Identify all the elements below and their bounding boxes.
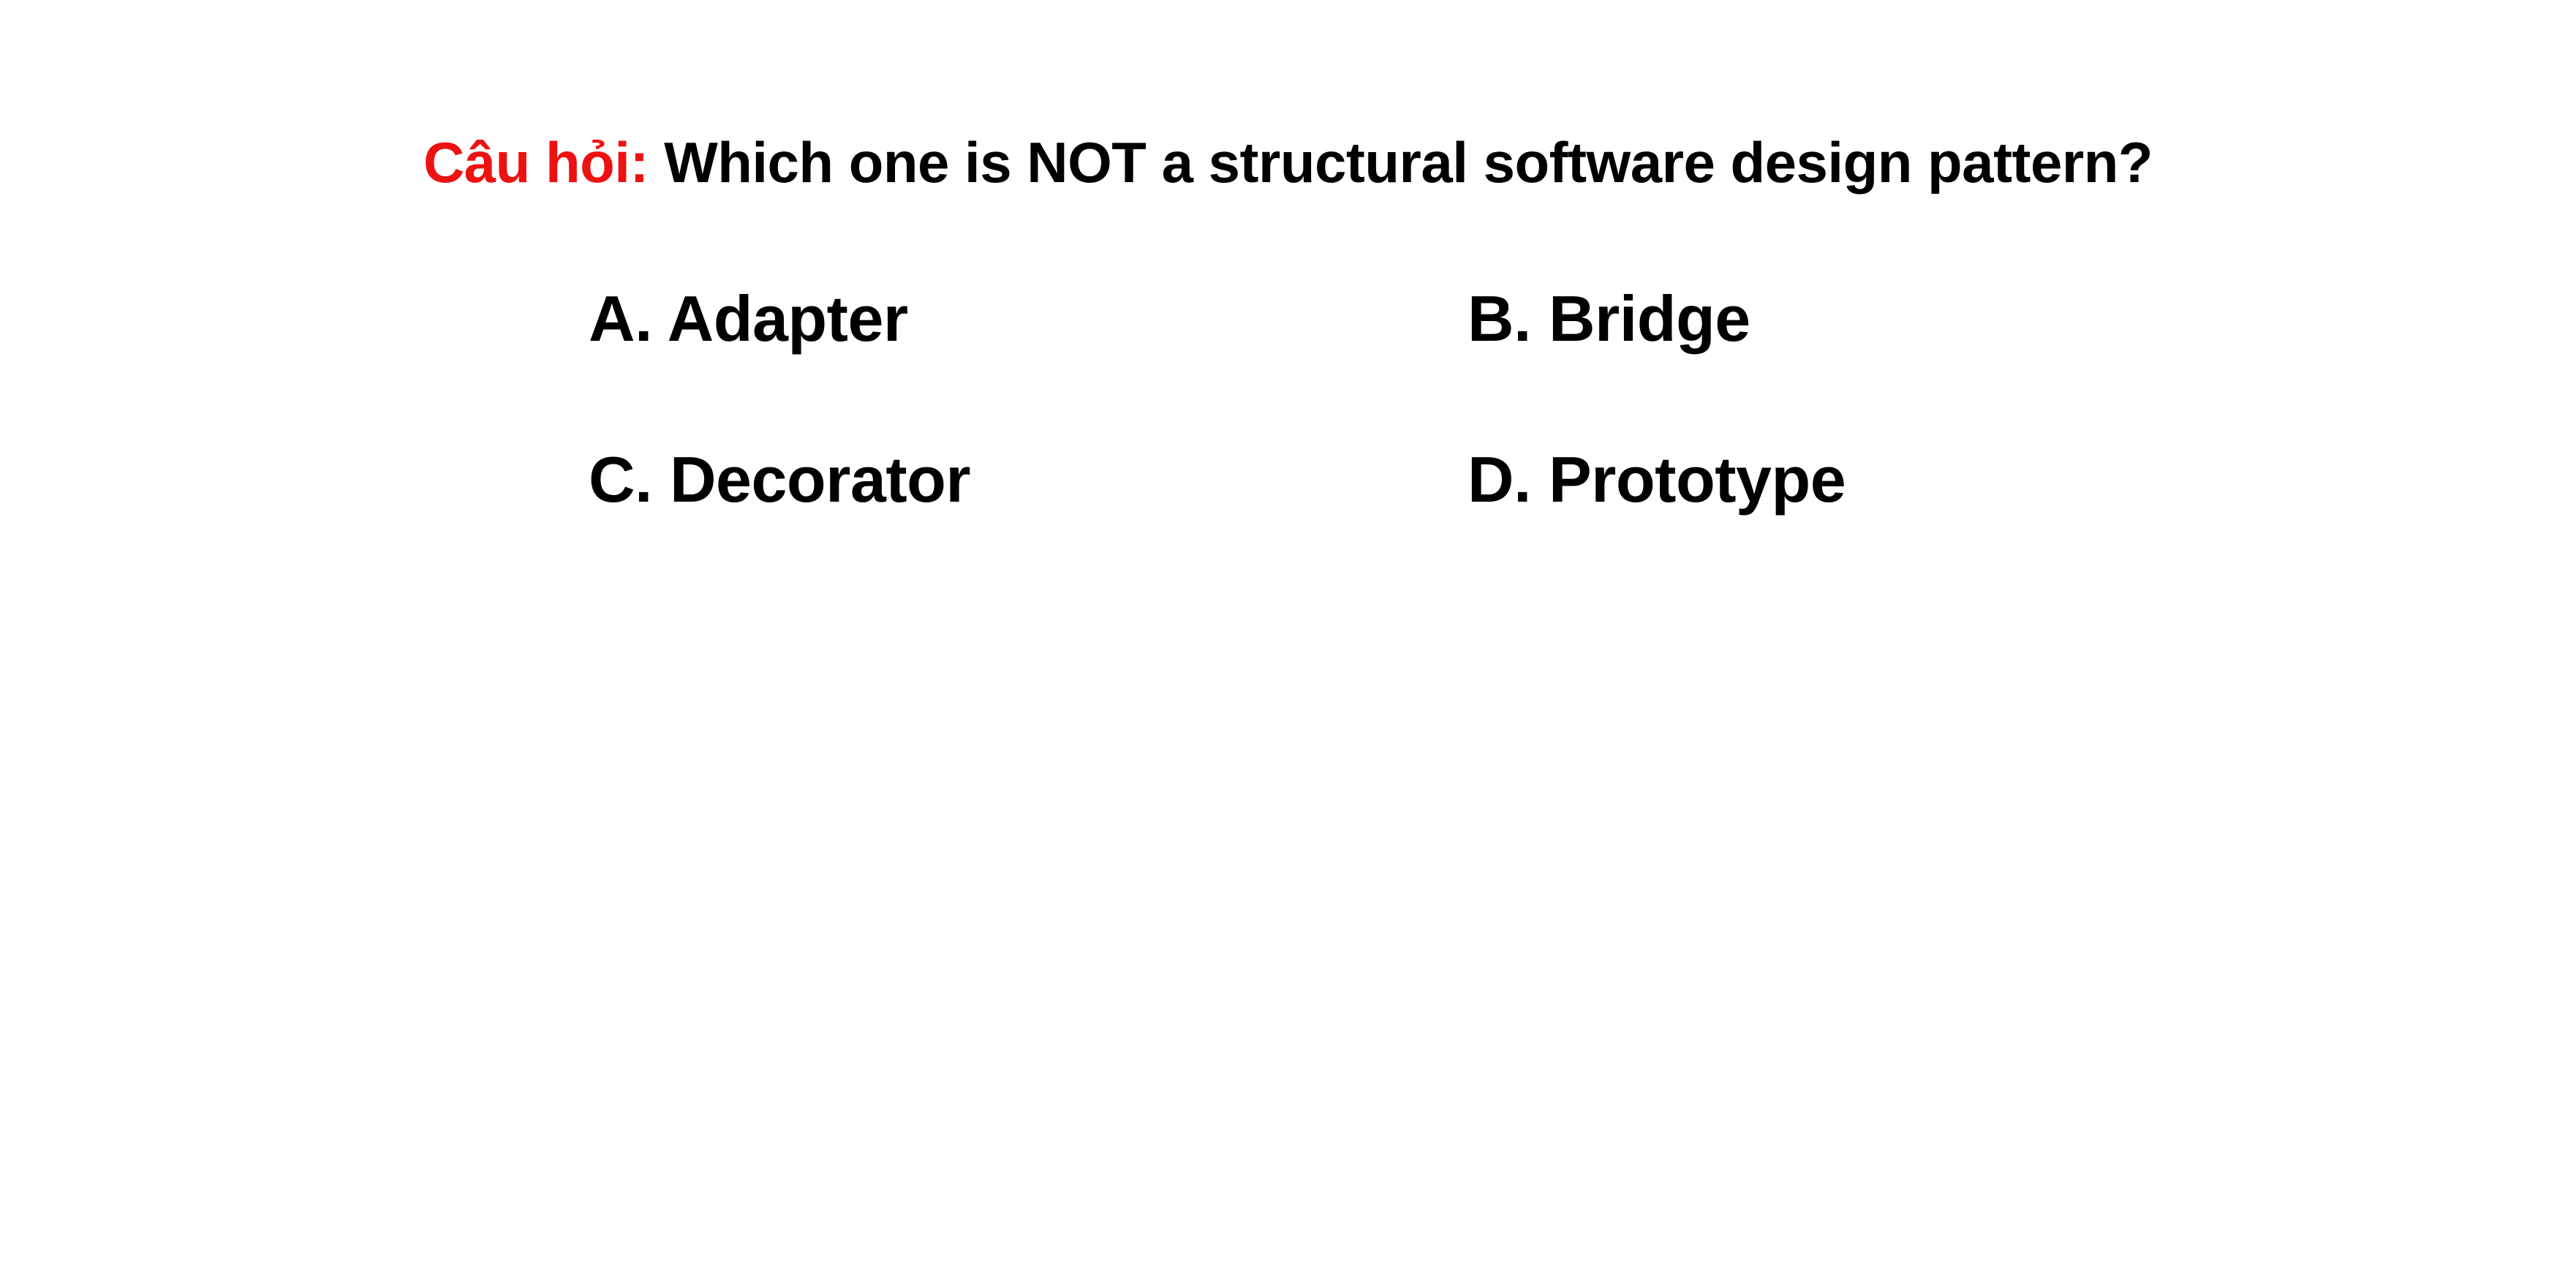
option-d[interactable]: D. Prototype bbox=[1468, 443, 1846, 516]
question-text: Which one is NOT a structural software d… bbox=[664, 130, 2153, 195]
question-heading: Câu hỏi: Which one is NOT a structural s… bbox=[0, 130, 2576, 196]
option-a[interactable]: A. Adapter bbox=[589, 282, 908, 355]
question-prefix: Câu hỏi: bbox=[423, 130, 649, 195]
option-b[interactable]: B. Bridge bbox=[1468, 282, 1750, 355]
option-c[interactable]: C. Decorator bbox=[589, 443, 971, 516]
